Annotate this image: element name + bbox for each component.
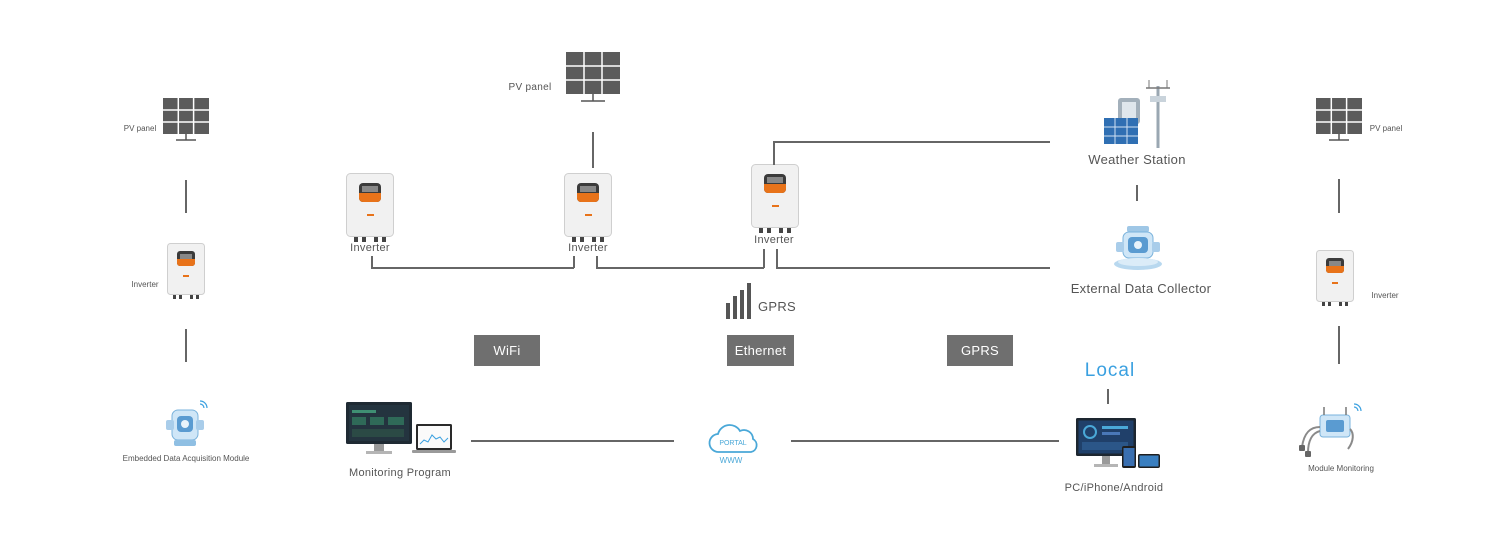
connector-line (773, 141, 1050, 143)
connector-line (773, 141, 775, 165)
local-logo: Local (1084, 360, 1136, 381)
gprs-tag: GPRS (947, 335, 1013, 366)
inverter-icon (564, 173, 612, 242)
inverter-icon (346, 173, 394, 242)
pv-panel-label: PV panel (508, 82, 552, 93)
connector-line (1107, 389, 1109, 404)
pv-panel-icon (566, 52, 620, 102)
inverter-label: Inverter (131, 280, 159, 289)
module-monitoring-label: Module Monitoring (1308, 464, 1374, 473)
devices-label: PC/iPhone/Android (1064, 482, 1164, 494)
monitoring-computer-icon (346, 402, 456, 454)
embedded-module-label: Embedded Data Acquisition Module (122, 454, 250, 463)
connector-line (1136, 185, 1138, 201)
data-collector-icon (1114, 226, 1162, 270)
inverter-label: Inverter (350, 242, 390, 254)
cloud-portal-icon (708, 424, 758, 453)
connector-line (471, 440, 674, 442)
connector-line (185, 180, 187, 213)
connector-line (596, 256, 598, 268)
pv-panel-icon (1316, 98, 1362, 141)
pv-panel-label: PV panel (1369, 124, 1403, 133)
connector-line (371, 267, 574, 269)
connector-line (776, 249, 778, 268)
connector-line (371, 256, 373, 268)
inverter-icon (751, 164, 799, 233)
connector-line (185, 329, 187, 362)
data-acquisition-module-icon (166, 400, 208, 446)
portal-label: PORTAL (719, 440, 747, 447)
weather-station-label: Weather Station (1088, 152, 1186, 167)
weather-station-icon (1104, 80, 1170, 148)
inverter-label: Inverter (568, 242, 608, 254)
devices-icon (1076, 418, 1160, 468)
inverter-label: Inverter (1371, 291, 1399, 300)
gprs-signal-label: GPRS (757, 299, 797, 314)
connector-line (596, 267, 764, 269)
monitoring-program-label: Monitoring Program (349, 467, 451, 479)
www-label: WWW (719, 456, 743, 465)
connector-line (776, 267, 1050, 269)
connector-line (1338, 326, 1340, 364)
module-monitoring-icon (1299, 403, 1362, 457)
connector-line (573, 256, 575, 268)
ethernet-tag: Ethernet (727, 335, 794, 366)
inverter-label: Inverter (754, 234, 794, 246)
signal-bars-icon (726, 283, 751, 319)
wifi-tag: WiFi (474, 335, 540, 366)
inverter-icon (167, 243, 205, 299)
connector-line (592, 132, 594, 168)
pv-panel-label: PV panel (123, 124, 157, 133)
connector-line (763, 249, 765, 268)
connector-line (1338, 179, 1340, 213)
inverter-icon (1316, 250, 1354, 306)
pv-panel-icon (163, 98, 209, 141)
external-collector-label: External Data Collector (1070, 281, 1212, 296)
connector-line (791, 440, 1059, 442)
